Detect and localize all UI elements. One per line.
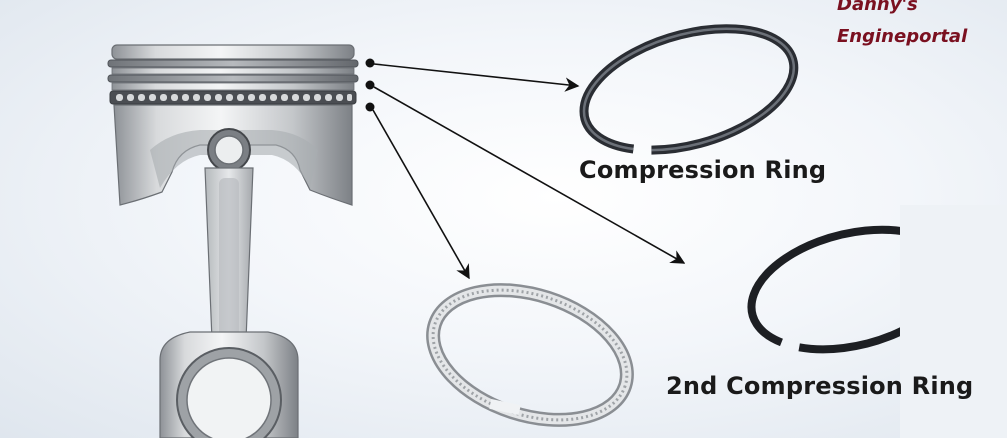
- ring-groove-2: [107, 74, 359, 83]
- piston-crown: [111, 44, 355, 60]
- arrow-to-2nd-compression-ring: [373, 86, 686, 264]
- pointer-dot-1: [365, 58, 375, 68]
- compression-ring-illustration: [579, 24, 799, 155]
- ring-groove-1: [107, 59, 359, 68]
- piston-illustration: [107, 44, 359, 438]
- oil-control-ring-illustration: [426, 283, 634, 427]
- arrow-to-compression-ring: [373, 63, 580, 92]
- label-compression-ring: Compression Ring: [579, 156, 827, 184]
- label-2nd-compression-ring: 2nd Compression Ring: [666, 372, 974, 400]
- pointer-arrows: [365, 58, 686, 280]
- watermark-line-2: Engineportal: [837, 26, 968, 47]
- watermark-line-1: Danny's: [837, 0, 918, 15]
- pointer-dot-3: [365, 102, 375, 112]
- pointer-dot-2: [365, 80, 375, 90]
- background-panel: [900, 205, 1007, 438]
- arrow-to-oil-ring: [372, 109, 470, 280]
